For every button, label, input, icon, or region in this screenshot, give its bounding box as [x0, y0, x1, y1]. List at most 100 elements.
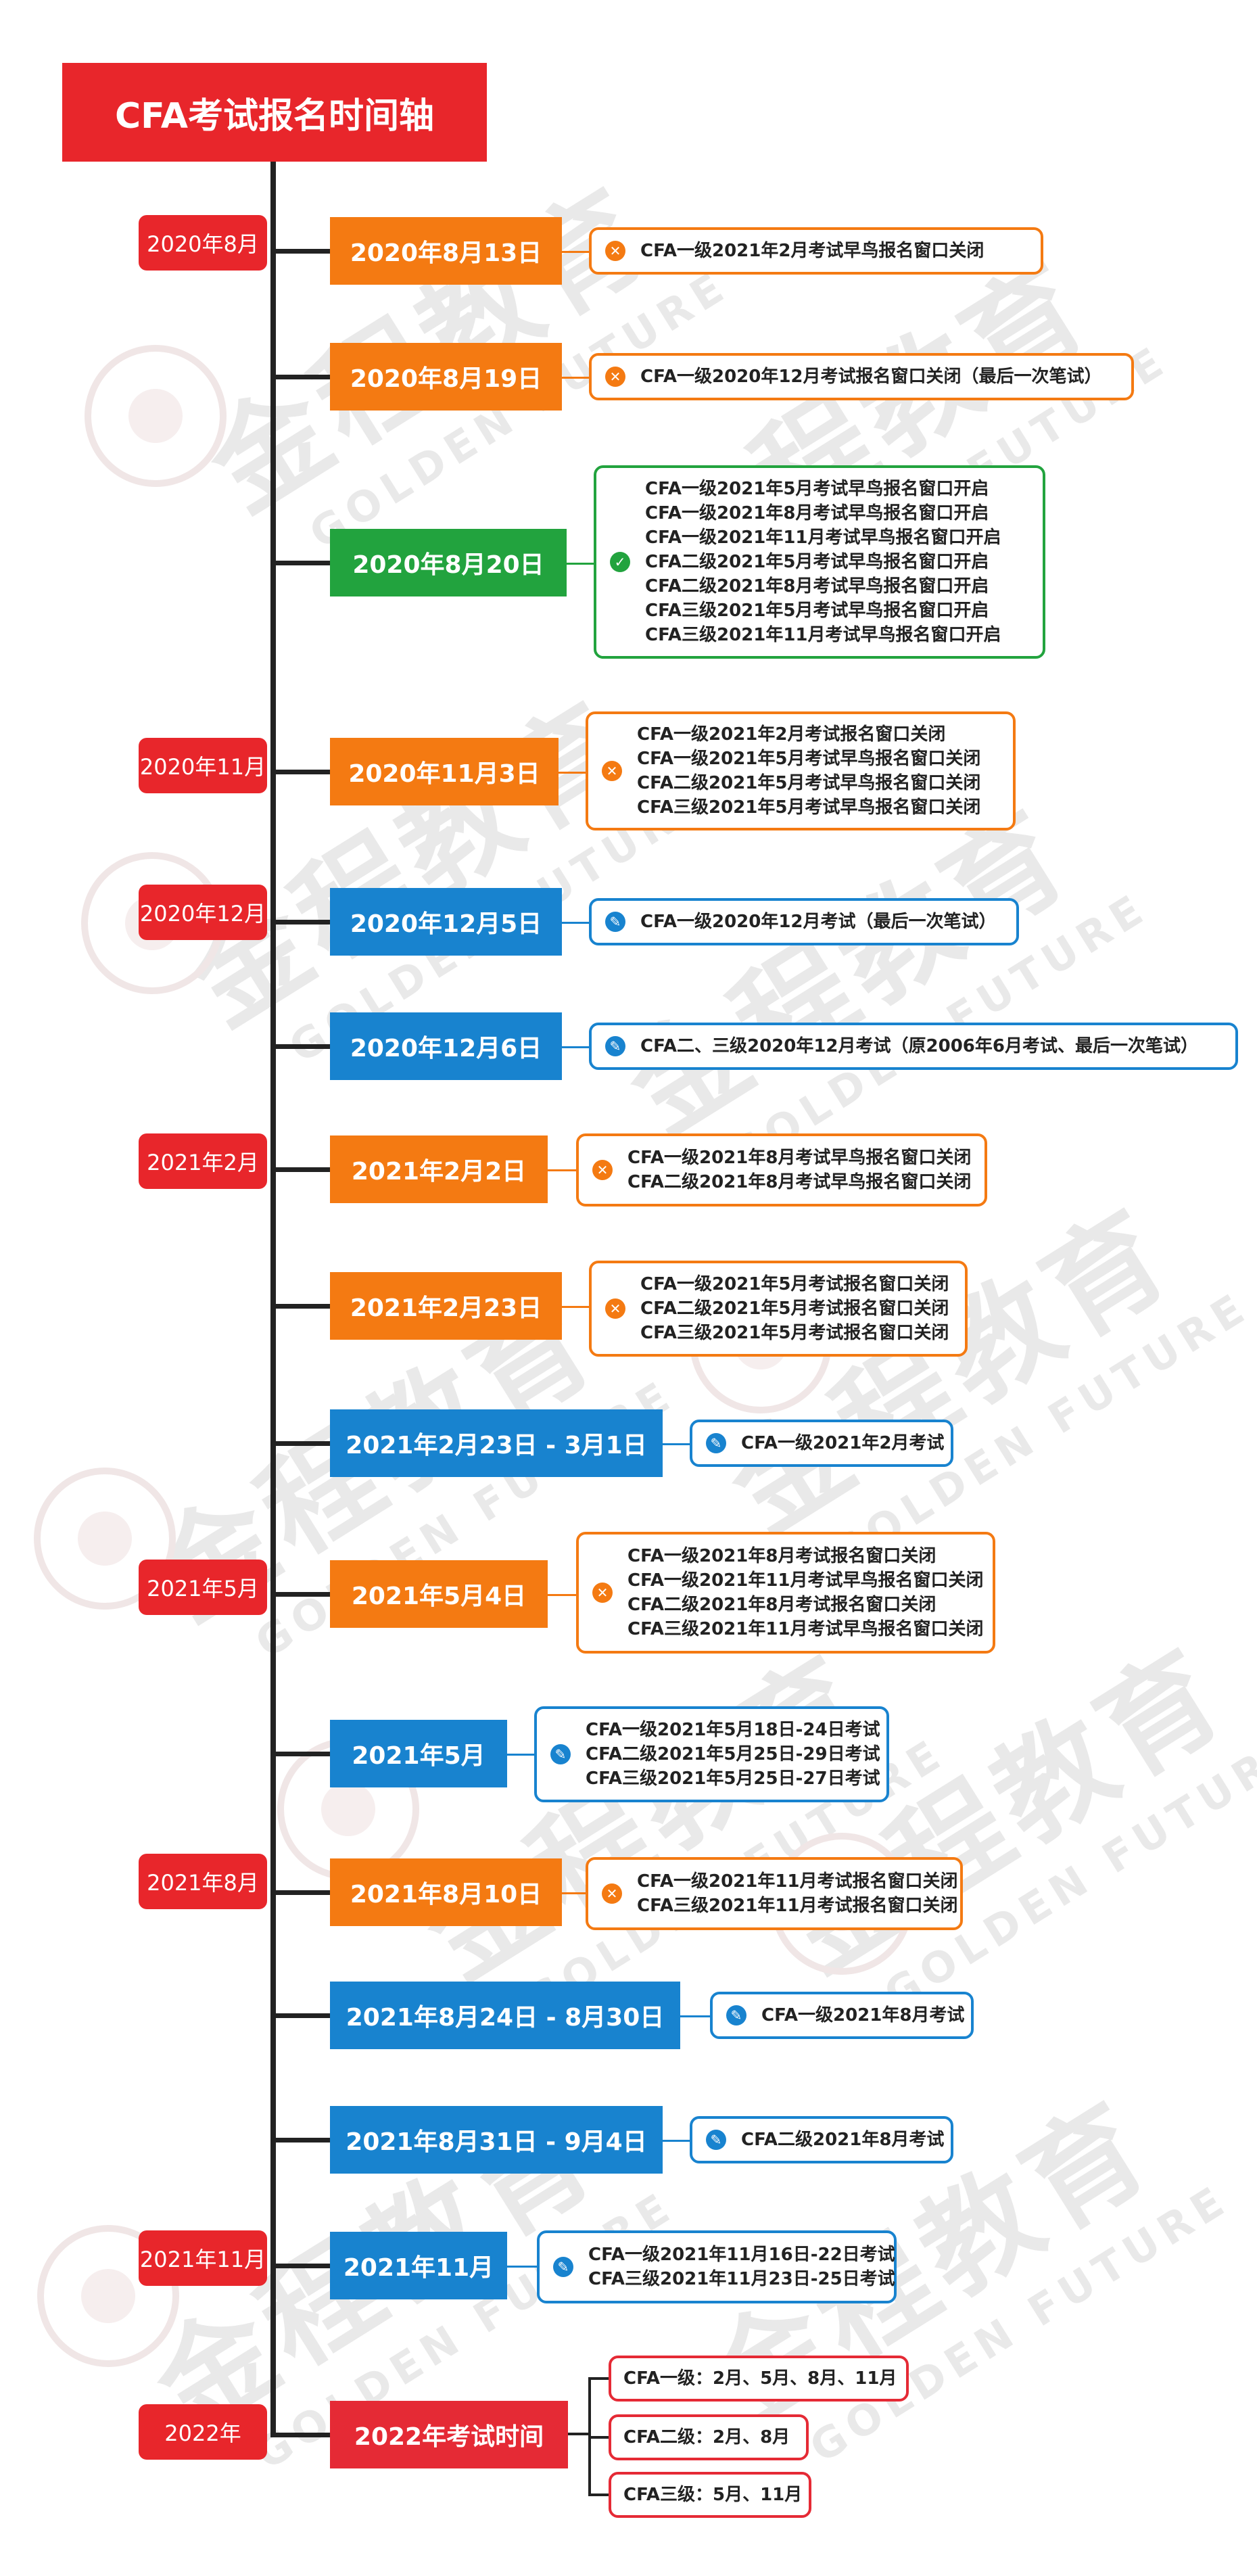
timeline-branch — [273, 1167, 330, 1172]
event-detail: ✕ CFA一级2021年5月考试报名窗口关闭 CFA二级2021年5月考试报名窗… — [589, 1261, 968, 1357]
detail-line: CFA二级2021年5月考试报名窗口关闭 — [640, 1298, 949, 1319]
detail-line: CFA一级2021年11月16日-22日考试 — [588, 2245, 895, 2265]
event-detail: ✎ CFA一级2021年2月考试 — [690, 1420, 953, 1467]
connector — [562, 251, 589, 253]
event-detail: ✕ CFA一级2021年2月考试报名窗口关闭 CFA一级2021年5月考试早鸟报… — [586, 711, 1016, 830]
event-date: 2021年11月 — [330, 2232, 507, 2299]
connector — [663, 2140, 690, 2142]
event-date: 2020年12月6日 — [330, 1012, 562, 1080]
month-label: 2020年8月 — [139, 215, 267, 271]
event-date: 2021年8月24日 - 8月30日 — [330, 1982, 680, 2049]
detail-line: CFA一级2020年12月考试报名窗口关闭（最后一次笔试） — [640, 367, 1102, 387]
event-date: 2021年2月23日 — [330, 1272, 562, 1340]
pen-icon: ✎ — [706, 1433, 726, 1453]
watermark-seal — [34, 1468, 176, 1610]
timeline-branch — [273, 1592, 330, 1597]
event-detail: ✎ CFA一级2020年12月考试（最后一次笔试） — [589, 898, 1019, 945]
pen-icon: ✎ — [726, 2005, 746, 2025]
detail-line: CFA一级2021年5月考试早鸟报名窗口关闭 — [637, 749, 981, 769]
detail-line: CFA三级2021年5月25日-27日考试 — [586, 1769, 880, 1789]
bracket-line — [588, 2377, 609, 2380]
timeline-branch — [273, 770, 330, 774]
pen-icon: ✎ — [605, 912, 625, 932]
close-icon: ✕ — [605, 1298, 625, 1319]
close-icon: ✕ — [605, 367, 625, 387]
connector — [507, 1754, 534, 1756]
detail-line: CFA一级2021年2月考试 — [741, 1433, 945, 1453]
timeline-branch — [273, 1304, 330, 1309]
detail-line: CFA二级2021年5月25日-29日考试 — [586, 1744, 880, 1764]
detail-line: CFA二级2021年5月考试早鸟报名窗口关闭 — [637, 773, 981, 793]
event-detail: ✕ CFA一级2021年8月考试早鸟报名窗口关闭 CFA二级2021年8月考试早… — [576, 1133, 987, 1207]
month-label: 2020年11月 — [139, 738, 267, 793]
timeline-branch — [273, 2013, 330, 2018]
month-label: 2021年8月 — [139, 1854, 267, 1909]
timeline-branch — [273, 2433, 330, 2437]
event-date: 2021年8月31日 - 9月4日 — [330, 2106, 663, 2174]
close-icon: ✕ — [592, 1160, 613, 1180]
event-detail: ✕ CFA一级2021年11月考试报名窗口关闭 CFA三级2021年11月考试报… — [586, 1857, 963, 1930]
event-date: 2021年5月 — [330, 1720, 507, 1787]
bracket-line — [588, 2436, 609, 2439]
pen-icon: ✎ — [706, 2130, 726, 2150]
event-detail: ✕ CFA一级2020年12月考试报名窗口关闭（最后一次笔试） — [589, 353, 1134, 400]
detail-line: CFA一级2021年2月考试报名窗口关闭 — [637, 724, 946, 745]
event-date: 2020年12月5日 — [330, 888, 562, 956]
detail-line: CFA一级2021年8月考试早鸟报名窗口开启 — [645, 503, 989, 523]
detail-line: CFA一级2020年12月考试（最后一次笔试） — [640, 912, 997, 932]
detail-line: CFA一级2021年11月考试早鸟报名窗口开启 — [645, 528, 1001, 548]
timeline-branch — [273, 1044, 330, 1049]
detail-line: CFA二级2021年8月考试早鸟报名窗口开启 — [645, 576, 989, 596]
detail-line: CFA二级2021年8月考试早鸟报名窗口关闭 — [627, 1172, 972, 1192]
detail-line: CFA三级：5月、11月 — [623, 2485, 803, 2505]
connector — [562, 377, 589, 379]
event-detail: ✎ CFA一级2021年5月18日-24日考试 CFA二级2021年5月25日-… — [534, 1706, 889, 1802]
pen-icon: ✎ — [550, 1744, 571, 1764]
connector — [562, 922, 589, 924]
timeline-branch — [273, 1441, 330, 1446]
timeline-spine — [270, 162, 276, 2437]
month-label: 2021年11月 — [139, 2230, 267, 2286]
connector — [507, 2266, 537, 2268]
bracket-line — [588, 2493, 609, 2496]
timeline-branch — [273, 375, 330, 379]
event-detail: ✎ CFA二、三级2020年12月考试（原2006年6月考试、最后一次笔试） — [589, 1023, 1238, 1070]
event-date: 2022年考试时间 — [330, 2401, 568, 2468]
timeline-branch — [273, 1752, 330, 1756]
exam-schedule-level-1: CFA一级：2月、5月、8月、11月 — [609, 2356, 909, 2402]
event-detail: ✕ CFA一级2021年2月考试早鸟报名窗口关闭 — [589, 227, 1043, 275]
event-detail: ✎ CFA一级2021年8月考试 — [710, 1992, 974, 2039]
event-detail: ✕ CFA一级2021年8月考试报名窗口关闭 CFA一级2021年11月考试早鸟… — [576, 1532, 995, 1654]
event-date: 2020年8月19日 — [330, 343, 562, 411]
timeline-branch — [273, 1890, 330, 1895]
timeline-branch — [273, 561, 330, 565]
connector — [562, 1046, 589, 1048]
close-icon: ✕ — [605, 241, 625, 261]
connector — [562, 1892, 589, 1894]
detail-line: CFA一级2021年5月考试报名窗口关闭 — [640, 1274, 949, 1294]
detail-line: CFA二级2021年8月考试报名窗口关闭 — [627, 1595, 936, 1615]
event-detail: ✎ CFA一级2021年11月16日-22日考试 CFA三级2021年11月23… — [537, 2230, 897, 2303]
event-detail: ✓ CFA一级2021年5月考试早鸟报名窗口开启 CFA一级2021年8月考试早… — [594, 465, 1045, 659]
detail-line: CFA一级2021年2月考试早鸟报名窗口关闭 — [640, 241, 985, 261]
check-icon: ✓ — [610, 552, 630, 572]
event-date: 2021年8月10日 — [330, 1858, 562, 1926]
detail-line: CFA一级2021年8月考试报名窗口关闭 — [627, 1546, 936, 1566]
connector — [663, 1443, 690, 1445]
detail-line: CFA一级2021年8月考试 — [761, 2005, 965, 2025]
detail-line: CFA一级：2月、5月、8月、11月 — [623, 2368, 897, 2389]
timeline-branch — [273, 249, 330, 254]
connector — [567, 563, 594, 565]
detail-line: CFA一级2021年11月考试报名窗口关闭 — [637, 1871, 958, 1892]
connector — [559, 772, 586, 774]
detail-line: CFA三级2021年11月考试早鸟报名窗口关闭 — [627, 1619, 984, 1639]
detail-line: CFA三级2021年5月考试早鸟报名窗口开启 — [645, 601, 989, 621]
connector — [548, 1594, 576, 1596]
connector — [562, 1306, 589, 1308]
pen-icon: ✎ — [553, 2257, 573, 2277]
timeline-branch — [273, 920, 330, 924]
exam-schedule-level-2: CFA二级：2月、8月 — [609, 2414, 809, 2460]
event-detail: ✎ CFA二级2021年8月考试 — [690, 2116, 953, 2163]
detail-line: CFA三级2021年5月考试报名窗口关闭 — [640, 1323, 949, 1343]
pen-icon: ✎ — [605, 1036, 625, 1056]
